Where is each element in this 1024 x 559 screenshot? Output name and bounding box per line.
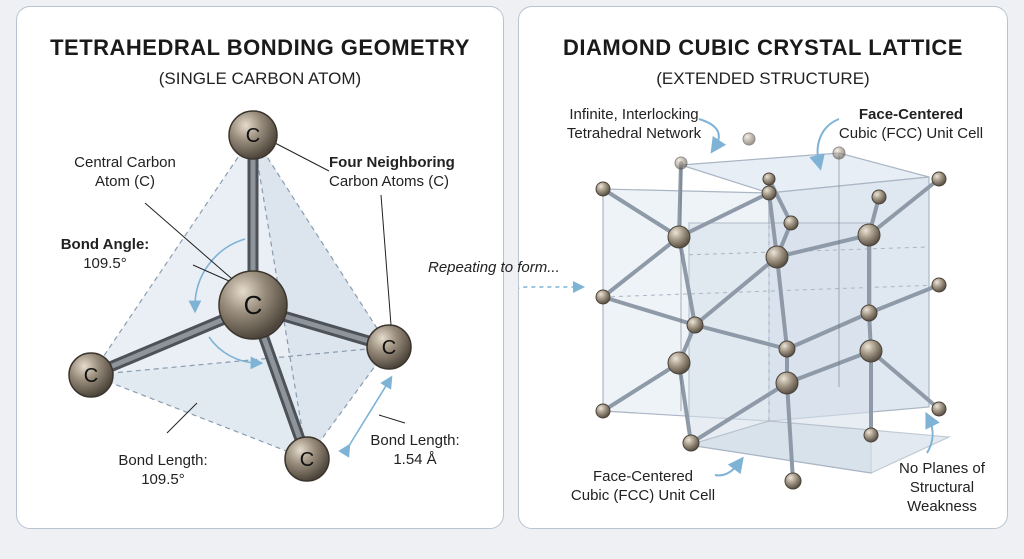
svg-text:C: C [246, 125, 260, 147]
left-subtitle: (SINGLE CARBON ATOM) [158, 69, 362, 88]
tetrahedron-diagram: C C C C C [68, 110, 412, 482]
bond-length-arrow [338, 375, 393, 458]
right-title: DIAMOND CUBIC CRYSTAL LATTICE [563, 35, 963, 60]
carbon-atom-central: C [218, 270, 288, 340]
repeating-label: Repeating to form... [428, 259, 560, 276]
carbon-atom-right: C [366, 324, 412, 370]
fcc-top-label: Face-Centered Cubic (FCC) Unit Cell [838, 106, 984, 142]
bond-angle-label: Bond Angle: 109.5° [60, 236, 150, 272]
lattice-panel: DIAMOND CUBIC CRYSTAL LATTICE (EXTENDED … [518, 6, 1008, 529]
bond-length-right-label: Bond Length: 1.54 Å [370, 432, 460, 468]
lattice-atoms [595, 132, 947, 490]
tetrahedral-panel: TETRAHEDRAL BONDING GEOMETRY (SINGLE CAR… [16, 6, 504, 529]
right-subtitle: (EXTENDED STRUCTURE) [656, 69, 870, 88]
lattice-dashed [602, 193, 940, 421]
svg-text:C: C [382, 337, 396, 359]
leader-lines [144, 142, 406, 434]
svg-text:C: C [84, 365, 98, 387]
svg-text:C: C [244, 290, 263, 320]
lattice-diagram [519, 118, 952, 490]
no-planes-arrow [925, 411, 940, 454]
repeating-arrow [519, 281, 585, 293]
carbon-atom-left: C [68, 352, 114, 398]
left-title: TETRAHEDRAL BONDING GEOMETRY [50, 35, 470, 60]
lattice-bonds [601, 161, 941, 483]
svg-text:C: C [300, 449, 314, 471]
network-arrow [698, 118, 727, 154]
bond-angle-arc [188, 238, 246, 314]
fcc-top-arrow [809, 118, 840, 171]
no-planes-label: No Planes of Structural Weakness [899, 460, 985, 515]
central-atom-label: Central Carbon Atom (C) [74, 154, 176, 190]
carbon-atom-top: C [228, 110, 278, 160]
bond-angle-arc-lower [208, 336, 264, 370]
bond-length-left-label: Bond Length: 109.5° [118, 452, 208, 488]
fcc-bottom-label: Face-Centered Cubic (FCC) Unit Cell [570, 468, 716, 504]
network-label: Infinite, Interlocking Tetrahedral Netwo… [566, 106, 702, 142]
neighbor-atoms-label: Four Neighboring Carbon Atoms (C) [329, 154, 455, 190]
fcc-bottom-arrow [714, 456, 744, 477]
carbon-atom-bottom: C [284, 436, 330, 482]
